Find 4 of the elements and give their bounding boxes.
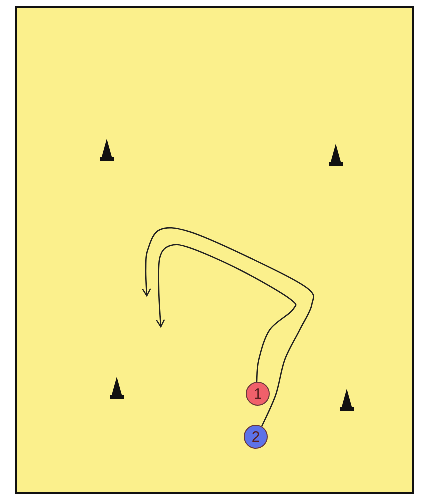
player-number: 1 xyxy=(254,386,262,402)
player-number: 2 xyxy=(252,430,260,444)
run-path-arrow xyxy=(156,244,297,382)
run-path-arrow xyxy=(142,227,314,427)
